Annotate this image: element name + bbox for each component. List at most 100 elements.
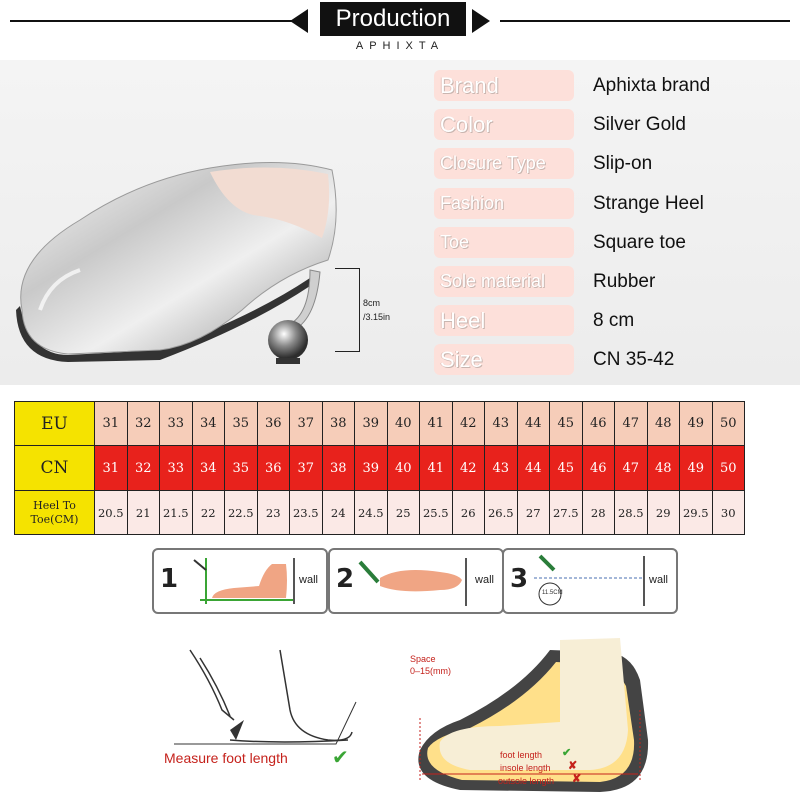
- foot-side-icon: [193, 558, 295, 604]
- size-cell: 38: [321, 401, 355, 446]
- spec-label: Fashion: [434, 187, 574, 219]
- size-cell: 31: [94, 401, 128, 446]
- size-cell: 38: [321, 445, 355, 491]
- spec-row-fashion: Fashion Strange Heel: [434, 187, 794, 219]
- spec-row-size: Size CN 35-42: [434, 344, 794, 376]
- size-cell: 47: [614, 401, 648, 446]
- heel-height-bracket: [335, 268, 360, 352]
- wall-label: wall: [475, 574, 494, 586]
- spec-table: Brand Aphixta brand Color Silver Gold Cl…: [434, 70, 794, 384]
- measure-step-3: 3 wall 11.5CM: [502, 548, 678, 614]
- size-cell: 23: [256, 490, 290, 535]
- size-cell: 42: [451, 401, 485, 446]
- foot-length-label: foot length: [500, 750, 543, 760]
- measure-step-1: 1 wall: [152, 548, 328, 614]
- size-cell: 42: [451, 445, 485, 491]
- size-cell: 25.5: [419, 490, 453, 535]
- measure-caption: Measure foot length: [164, 750, 288, 766]
- spec-value: CN 35-42: [593, 349, 675, 371]
- size-cell: 32: [126, 445, 160, 491]
- ruler-mark: 11.5CM: [542, 590, 563, 596]
- spec-label: Heel: [434, 305, 574, 337]
- check-icon: ✔: [562, 747, 572, 759]
- spec-value: Rubber: [593, 270, 656, 292]
- size-cell: 49: [679, 401, 713, 446]
- spec-label: Toe: [434, 226, 574, 258]
- size-cell: 47: [614, 445, 648, 491]
- heel-height-in: /3.15in: [363, 312, 391, 322]
- size-cell: 48: [646, 445, 680, 491]
- header-line-right: [500, 20, 790, 22]
- spec-label: Brand: [434, 70, 574, 101]
- size-cell: 44: [516, 401, 550, 446]
- size-cell: 39: [354, 445, 388, 491]
- size-cell: 45: [549, 401, 583, 446]
- size-cell: 39: [354, 401, 388, 446]
- heel-label-line1: Heel To: [33, 498, 76, 512]
- space-label: Space: [410, 654, 436, 664]
- size-cell: 22: [191, 490, 225, 535]
- size-cell: 33: [159, 401, 193, 446]
- spec-row-color: Color Silver Gold: [434, 109, 794, 141]
- spec-row-sole: Sole material Rubber: [434, 265, 794, 297]
- foot-measure-icon: [174, 649, 357, 745]
- size-cell: 49: [679, 445, 713, 491]
- size-cell: 31: [94, 445, 128, 491]
- check-icon: ✔: [332, 747, 349, 769]
- insole-length-label: insole length: [500, 763, 551, 773]
- spec-value: Square toe: [593, 231, 686, 253]
- spec-value: Silver Gold: [593, 114, 686, 136]
- ruler-icon: [534, 554, 645, 606]
- size-cell: 50: [711, 445, 745, 491]
- size-cell: 30: [711, 490, 745, 535]
- heel-height-text: 8cm /3.15in: [363, 296, 390, 324]
- size-cell: 24: [321, 490, 355, 535]
- space-range: 0–15(mm): [410, 666, 452, 676]
- size-cell: 27.5: [549, 490, 583, 535]
- size-row-header: EU: [14, 401, 95, 446]
- size-cell: 21: [126, 490, 160, 535]
- size-cell: 21.5: [159, 490, 193, 535]
- size-cell: 24.5: [354, 490, 388, 535]
- step-number: 3: [510, 564, 529, 594]
- wall-label: wall: [299, 574, 318, 586]
- size-cell: 29.5: [679, 490, 713, 535]
- heel-height-cm: 8cm: [363, 298, 381, 308]
- outsole-length-label: outsole length: [498, 776, 555, 786]
- size-cell: 26: [451, 490, 485, 535]
- size-cell: 33: [159, 445, 193, 491]
- size-cell: 36: [256, 401, 290, 446]
- size-cell: 26.5: [484, 490, 518, 535]
- size-cell: 27: [516, 490, 550, 535]
- size-cell: 28: [581, 490, 615, 535]
- size-cell: 34: [191, 445, 225, 491]
- wall-label: wall: [649, 574, 668, 586]
- size-cell: 43: [484, 401, 518, 446]
- size-cell: 29: [646, 490, 680, 535]
- size-cell: 34: [191, 401, 225, 446]
- size-cell: 35: [224, 445, 258, 491]
- step-number: 2: [336, 564, 355, 594]
- size-cell: 40: [386, 401, 420, 446]
- foot-top-icon: [358, 558, 467, 606]
- spec-value: Slip-on: [593, 153, 653, 175]
- size-cell: 36: [256, 445, 290, 491]
- shoe-image: [10, 110, 410, 370]
- size-cell: 40: [386, 445, 420, 491]
- spec-row-heel: Heel 8 cm: [434, 305, 794, 337]
- cross-icon: ✘: [568, 760, 578, 772]
- brand-subtitle: APHIXTA: [355, 40, 445, 52]
- page-title: Production: [318, 2, 468, 36]
- size-cell: 23.5: [289, 490, 323, 535]
- size-row-header: CN: [14, 445, 95, 491]
- heel-label-line2: Toe(CM): [30, 512, 79, 526]
- size-cell: 37: [289, 445, 323, 491]
- spec-value: Aphixta brand: [593, 75, 711, 96]
- header-arrow-left: [290, 9, 308, 33]
- spec-value: 8 cm: [593, 310, 635, 332]
- spec-label: Color: [434, 109, 574, 141]
